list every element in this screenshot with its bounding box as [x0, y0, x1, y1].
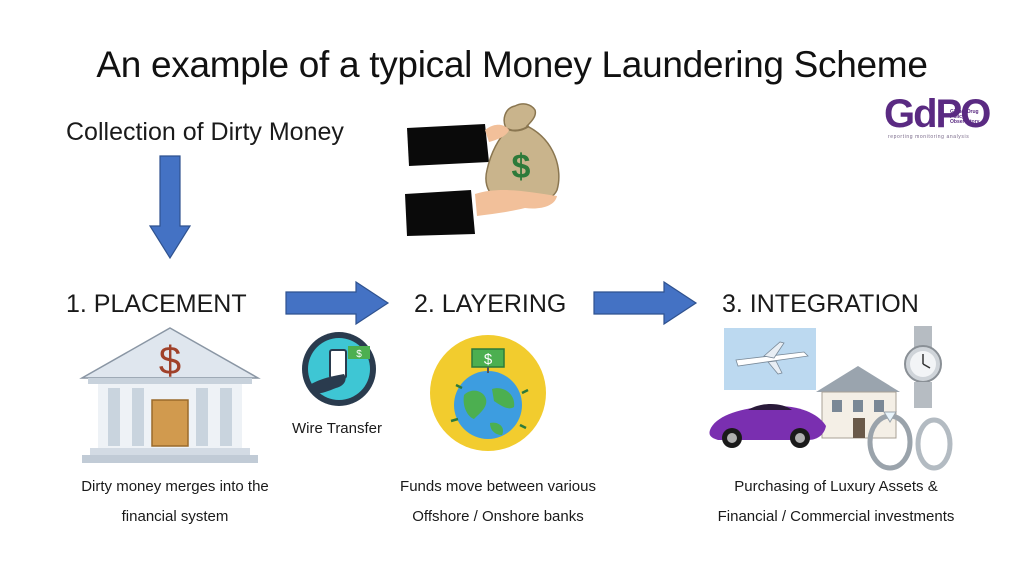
money-bag-handoff-icon: $ [405, 103, 560, 236]
logo-organization: Global Drug Policy Observatory [950, 109, 980, 125]
gdpo-logo: GdPO Global Drug Policy Observatory repo… [884, 92, 996, 144]
integration-caption-line1: Purchasing of Luxury Assets & [734, 478, 938, 495]
collection-label: Collection of Dirty Money [66, 118, 344, 146]
down-arrow-icon [148, 155, 192, 260]
integration-caption-line2: Financial / Commercial investments [717, 508, 955, 525]
stage-layering-label: 2. LAYERING [414, 290, 567, 318]
stage-integration-label: 3. INTEGRATION [722, 290, 919, 318]
right-arrow-icon [593, 280, 698, 326]
page-title: An example of a typical Money Laundering… [96, 44, 928, 85]
layering-caption-line2: Offshore / Onshore banks [412, 508, 584, 525]
svg-text:$: $ [356, 349, 362, 360]
placement-caption: Dirty money merges into the financial sy… [40, 472, 310, 532]
integration-caption: Purchasing of Luxury Assets & Financial … [690, 472, 982, 532]
placement-caption-line1: Dirty money merges into the [81, 478, 269, 495]
placement-caption-line2: financial system [121, 508, 229, 525]
layering-caption: Funds move between various Offshore / On… [368, 472, 628, 532]
right-arrow-icon [285, 280, 390, 326]
luxury-assets-icon [709, 326, 953, 471]
globe-money-icon: $ [430, 335, 546, 451]
stage-placement-label: 1. PLACEMENT [66, 290, 247, 318]
svg-text:$: $ [159, 339, 181, 383]
wire-transfer-icon: $ [302, 332, 376, 406]
layering-caption-line1: Funds move between various [400, 478, 596, 495]
wire-transfer-label: Wire Transfer [291, 420, 382, 437]
bank-icon: $ [79, 327, 261, 463]
svg-text:$: $ [512, 148, 531, 186]
svg-text:$: $ [484, 351, 493, 368]
logo-letters: GdPO [884, 92, 991, 136]
logo-tagline: reporting monitoring analysis [888, 134, 970, 140]
